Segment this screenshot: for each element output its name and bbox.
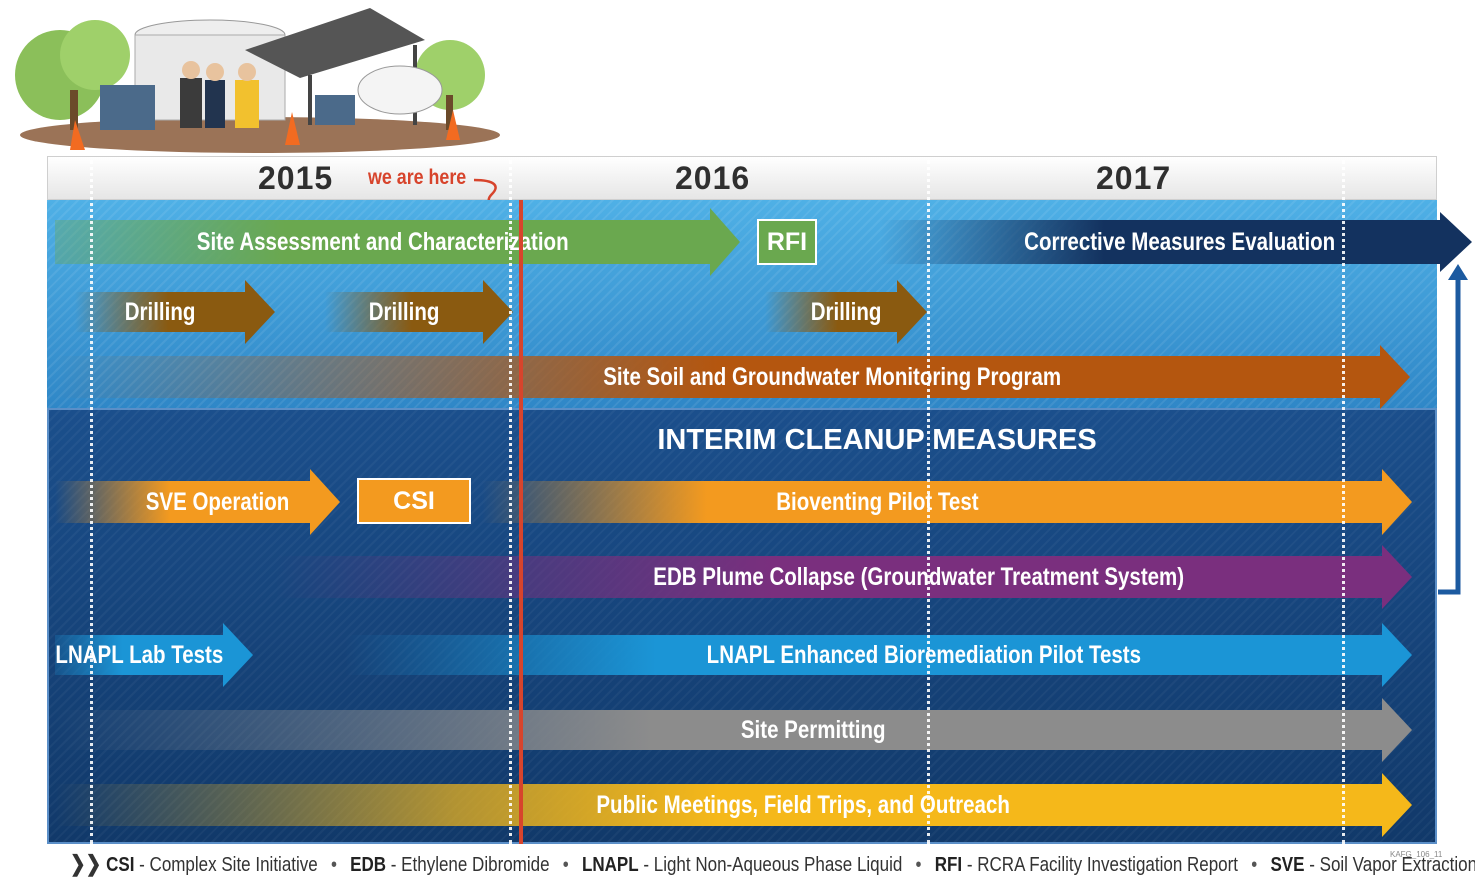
legend: ❯❯ CSI - Complex Site Initiative • EDB -…	[70, 851, 1475, 877]
legend-abbr: EDB	[350, 854, 387, 876]
arrowhead-lnapl-bioremediation	[1382, 623, 1412, 687]
bar-bioventing: Bioventing Pilot Test	[482, 481, 1382, 523]
timeline-divider	[509, 160, 512, 844]
feedback-arrow-icon	[1438, 264, 1468, 595]
legend-abbr: LNAPL	[581, 854, 639, 876]
arrowhead-drilling-1	[245, 280, 275, 344]
arrowhead-bioventing	[1382, 469, 1412, 535]
section-title: INTERIM CLEANUP MEASURES	[657, 424, 1097, 456]
year-2017: 2017	[1096, 160, 1172, 196]
box-rfi: RFI	[757, 219, 817, 265]
timeline-divider	[90, 160, 93, 844]
arrowhead-corrective-measures	[1440, 212, 1472, 272]
bar-sve-operation: SVE Operation	[55, 481, 310, 523]
box-csi: CSI	[357, 478, 471, 524]
arrowhead-sve-operation	[310, 469, 340, 535]
timeline-divider	[927, 160, 930, 844]
bar-public-meetings: Public Meetings, Field Trips, and Outrea…	[55, 784, 1382, 826]
year-2016: 2016	[675, 160, 751, 196]
bar-monitoring: Site Soil and Groundwater Monitoring Pro…	[55, 356, 1380, 398]
year-header	[47, 156, 1437, 200]
arrowhead-drilling-2	[483, 280, 513, 344]
legend-chevron-icon: ❯❯	[70, 851, 102, 876]
arrowhead-edb-plume	[1382, 545, 1412, 609]
site-illustration	[15, 8, 500, 153]
legend-text: Complex Site Initiative	[149, 854, 318, 876]
bar-drilling-1: Drilling	[75, 292, 245, 332]
year-2015: 2015	[258, 160, 334, 196]
timeline-divider	[1342, 160, 1345, 844]
arrowhead-lnapl-lab-tests	[223, 623, 253, 687]
legend-text: RCRA Facility Investigation Report	[977, 854, 1239, 876]
arrowhead-monitoring	[1380, 345, 1410, 409]
arrowhead-site-permitting	[1382, 698, 1412, 762]
bar-site-permitting: Site Permitting	[55, 710, 1382, 750]
legend-abbr: CSI	[106, 854, 135, 876]
bar-edb-plume: EDB Plume Collapse (Groundwater Treatmen…	[275, 556, 1382, 598]
current-date-line	[519, 200, 523, 844]
arrowhead-drilling-3	[897, 280, 927, 344]
we-are-here-label: we are here	[368, 166, 467, 189]
bar-lnapl-bioremediation: LNAPL Enhanced Bioremediation Pilot Test…	[345, 635, 1382, 675]
bar-drilling-2: Drilling	[325, 292, 483, 332]
legend-text: Light Non-Aqueous Phase Liquid	[653, 854, 903, 876]
legend-abbr: RFI	[934, 854, 963, 876]
arrowhead-public-meetings	[1382, 773, 1412, 837]
bar-drilling-3: Drilling	[765, 292, 897, 332]
legend-text: Soil Vapor Extraction	[1319, 854, 1475, 876]
legend-abbr: SVE	[1270, 854, 1305, 876]
legend-text: Ethylene Dibromide	[401, 854, 550, 876]
interim-cleanup-band	[47, 408, 1437, 844]
figure-code: KAFG_106_11	[1390, 850, 1443, 859]
bar-lnapl-lab-tests: LNAPL Lab Tests	[55, 635, 223, 675]
bar-corrective-measures: Corrective Measures Evaluation	[880, 220, 1440, 264]
arrowhead-site-assessment	[710, 208, 740, 276]
bar-site-assessment: Site Assessment and Characterization	[55, 220, 710, 264]
